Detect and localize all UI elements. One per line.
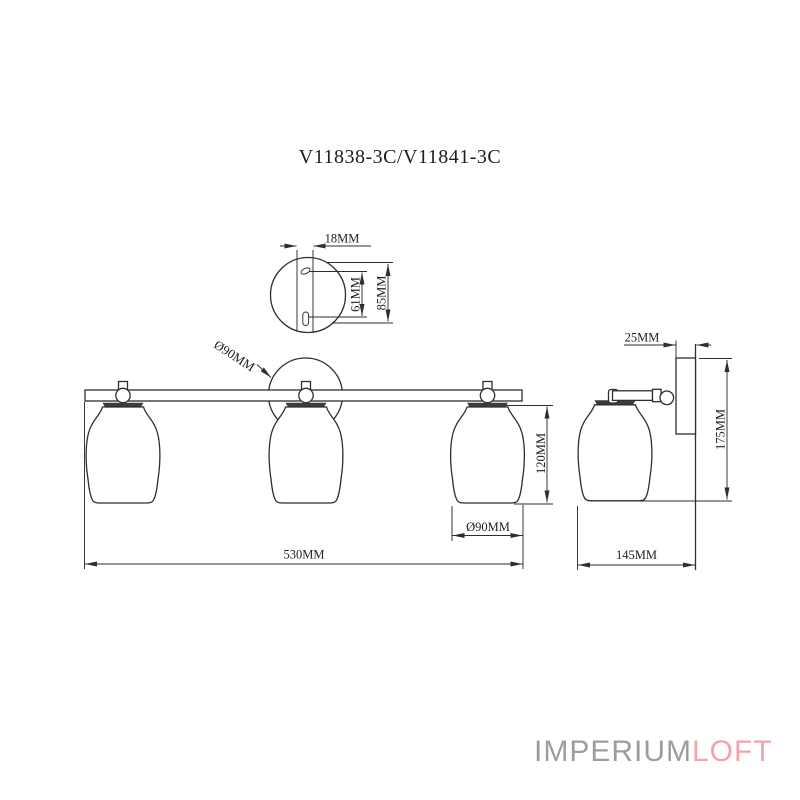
glass-shade-side (577, 404, 653, 502)
glass-shade-left (85, 406, 161, 504)
side-view: 25MM 175MM 145MM (577, 331, 732, 570)
front-view: Ø90MM (84, 337, 553, 569)
dim-shade-90mm: Ø90MM (451, 505, 524, 569)
dim-85mm: 85MM (326, 262, 393, 324)
dim-530mm-label: 530MM (284, 548, 325, 562)
lower-keyhole-slot (302, 311, 310, 326)
wall-bracket-plate (675, 357, 697, 435)
shade-cap-left (102, 402, 144, 407)
dim-120mm: 120MM (506, 405, 553, 505)
dim-backplate-90mm: Ø90MM (211, 337, 272, 378)
dim-18mm-label: 18MM (325, 232, 360, 246)
knob-right (479, 380, 496, 404)
backplate-diameter-label: Ø90MM (211, 337, 258, 375)
mounting-plate-detail-view: 18MM 61MM 85MM (269, 232, 393, 334)
support-arm (611, 390, 654, 402)
dim-61mm: 61MM (309, 271, 367, 318)
glass-shade-center (268, 406, 344, 504)
ball-joint (659, 390, 675, 406)
dim-25mm: 25MM (624, 331, 711, 358)
mount-plate-circle (269, 256, 347, 334)
glass-shade-right (449, 406, 526, 504)
shade-cap-right (467, 402, 508, 407)
model-number-title: V11838-3C/V11841-3C (298, 146, 502, 168)
dim-145mm-label: 145MM (616, 548, 657, 562)
dim-shade-90mm-label: Ø90MM (466, 520, 510, 534)
dim-175mm: 175MM (640, 358, 732, 502)
dim-175mm-label: 175MM (714, 409, 728, 450)
knob-center (298, 380, 314, 404)
logo-imperium-text: IMPERIUM (534, 735, 692, 768)
dim-85mm-label: 85MM (375, 276, 389, 311)
dim-18mm: 18MM (280, 232, 371, 249)
dim-145mm: 145MM (577, 506, 695, 570)
logo-loft-text: LOFT (692, 735, 773, 768)
upper-keyhole-slot (300, 267, 311, 275)
knob-left (115, 380, 131, 404)
dim-120mm-label: 120MM (534, 433, 548, 474)
dim-530mm: 530MM (84, 402, 523, 569)
dim-25mm-label: 25MM (625, 331, 660, 345)
shade-cap-center (285, 402, 327, 407)
dim-61mm-label: 61MM (349, 277, 363, 312)
imperiumloft-logo: IMPERIUMLOFT (534, 735, 774, 769)
